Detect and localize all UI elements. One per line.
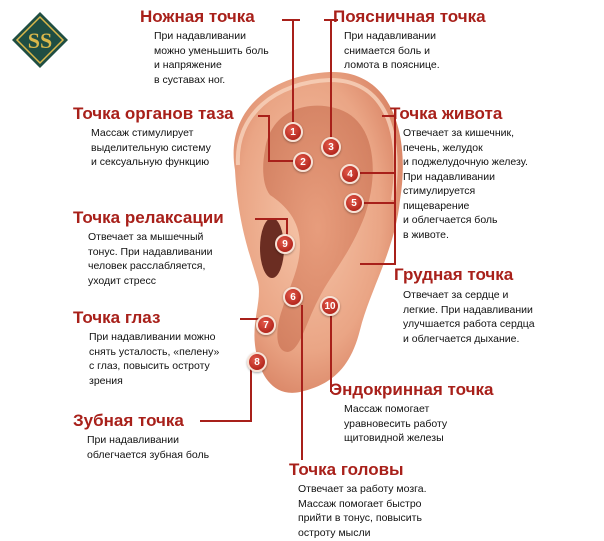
point-title-head: Точка головы [289, 460, 404, 479]
logo-text: SS [28, 28, 52, 53]
connector-relax-v [286, 218, 288, 238]
connector-foot-v [292, 19, 294, 122]
connector-pelvic-h [268, 160, 294, 162]
connector-stomach-h1 [360, 172, 396, 174]
connector-foot [282, 19, 300, 21]
ear-canal [260, 218, 284, 278]
point-title-stomach: Точка живота [390, 104, 503, 123]
point-title-endocrine: Эндокринная точка [330, 380, 494, 399]
connector-relax [255, 218, 288, 220]
connector-stomach-v [394, 115, 396, 265]
point-badge-lumbar: 3 [321, 137, 341, 157]
connector-pelvic [258, 115, 270, 117]
point-badge-eye: 7 [256, 315, 276, 335]
connector-chest [360, 263, 394, 265]
connector-head [301, 305, 303, 460]
point-title-pelvic: Точка органов таза [73, 104, 234, 123]
connector-pelvic-v [268, 115, 270, 161]
point-badge-stomach-1: 4 [340, 164, 360, 184]
point-badge-endocrine: 10 [320, 296, 340, 316]
point-title-eye: Точка глаз [73, 308, 161, 327]
point-badge-stomach-2: 5 [344, 193, 364, 213]
connector-eye [240, 318, 260, 320]
point-badge-chest: 6 [283, 287, 303, 307]
point-title-chest: Грудная точка [394, 265, 514, 284]
connector-dental [200, 420, 250, 422]
connector-endocrine [330, 312, 332, 392]
point-title-dental: Зубная точка [73, 411, 184, 430]
connector-lumbar-v [330, 19, 332, 137]
connector-stomach-h2 [360, 202, 396, 204]
point-badge-relax: 9 [275, 234, 295, 254]
point-title-lumbar: Поясничная точка [333, 7, 486, 26]
point-badge-pelvic: 2 [293, 152, 313, 172]
logo: SS [12, 12, 68, 68]
point-badge-dental: 8 [247, 352, 267, 372]
point-badge-foot: 1 [283, 122, 303, 142]
connector-stomach [382, 115, 394, 117]
connector-dental-v [250, 368, 252, 422]
point-title-foot: Ножная точка [140, 7, 255, 26]
point-desc-head: Отвечает за работу мозга.Массаж помогает… [298, 483, 427, 539]
point-title-relax: Точка релаксации [73, 208, 224, 227]
